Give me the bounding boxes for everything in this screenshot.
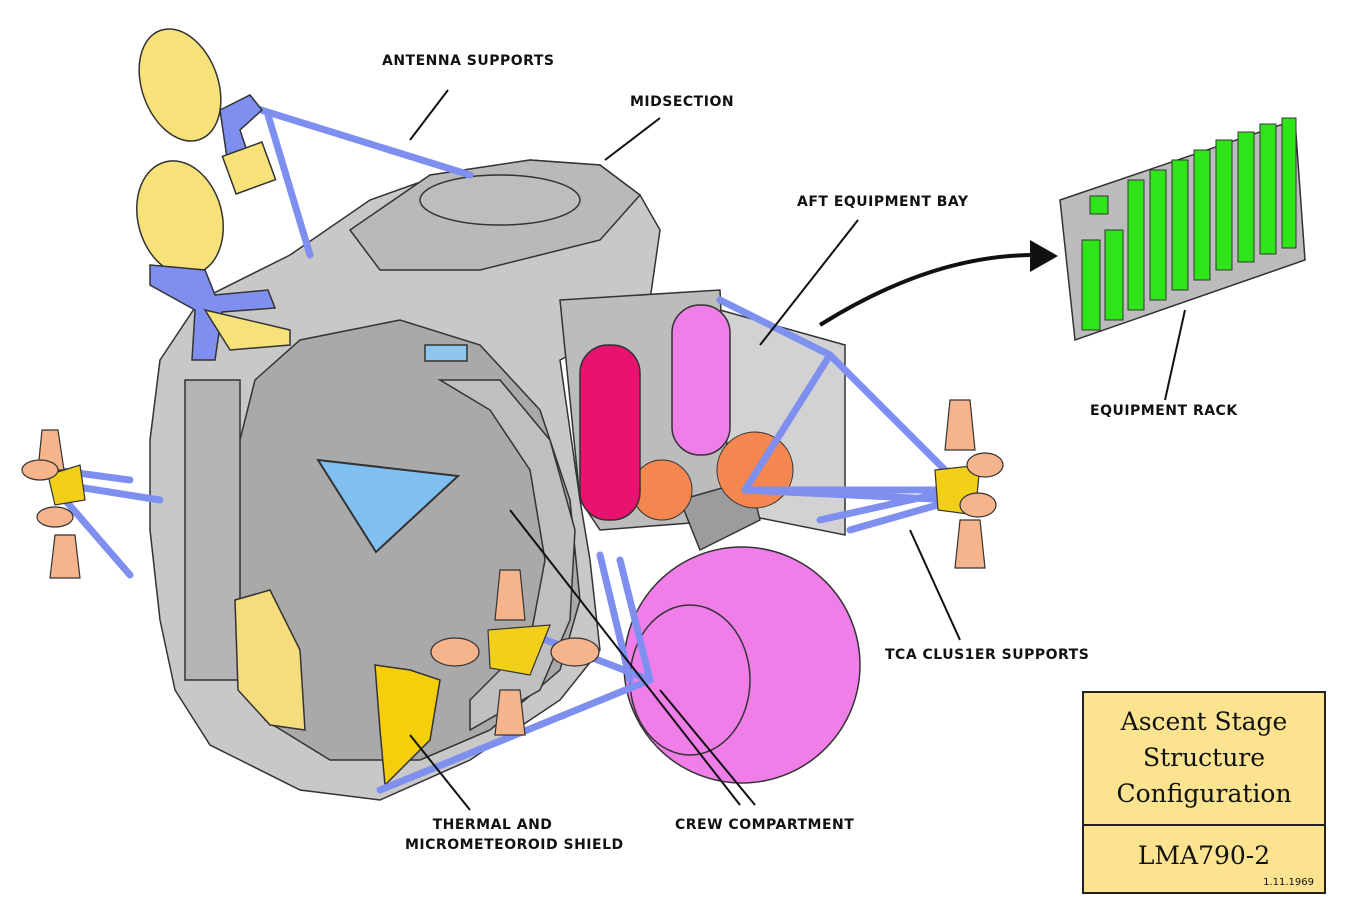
label-thermal-shield-line2: MICROMETEOROID SHIELD xyxy=(405,837,624,853)
label-thermal-shield-line1: THERMAL AND xyxy=(432,817,553,833)
title-line-1: Ascent Stage xyxy=(1120,707,1288,736)
label-crew-compartment: CREW COMPARTMENT xyxy=(675,817,855,833)
red-tank xyxy=(579,344,641,521)
upper-antenna xyxy=(138,28,277,195)
title-line-3: Configuration xyxy=(1116,779,1292,808)
label-equipment-rack: EQUIPMENT RACK xyxy=(1090,403,1238,419)
label-antenna-supports: ANTENNA SUPPORTS xyxy=(382,53,555,69)
left-thruster-cluster xyxy=(21,429,86,579)
label-thermal-shield: THERMAL AND MICROMETEOROID SHIELD xyxy=(405,815,624,855)
title-divider xyxy=(1084,824,1324,826)
document-id: LMA790-2 xyxy=(1137,841,1271,870)
struts xyxy=(51,101,959,794)
spherical-tank xyxy=(623,546,861,784)
lower-antenna xyxy=(135,160,291,361)
front-thruster-cluster xyxy=(430,569,600,736)
title-box: Ascent Stage Structure Configuration LMA… xyxy=(1082,691,1326,894)
title-line-2: Structure xyxy=(1142,743,1266,772)
document-date: 1.11.1969 xyxy=(1263,877,1314,888)
right-thruster-cluster xyxy=(934,399,1004,569)
aft-bay-to-rack-arrow xyxy=(818,253,1036,327)
label-aft-equipment-bay: AFT EQUIPMENT BAY xyxy=(797,194,969,210)
side-hatch xyxy=(234,589,306,731)
thermal-micrometeoroid-shield xyxy=(374,664,441,787)
front-window xyxy=(316,458,461,554)
orange-tank-1 xyxy=(631,459,693,521)
callout-leaders xyxy=(409,89,1186,811)
aft-bay-to-rack-arrowhead xyxy=(1030,240,1058,272)
equipment-rack-illustration xyxy=(1059,117,1306,342)
label-midsection: MIDSECTION xyxy=(630,94,735,110)
pink-tank xyxy=(671,304,731,456)
label-tca-cluster-supports: TCA CLUS1ER SUPPORTS xyxy=(885,647,1090,663)
